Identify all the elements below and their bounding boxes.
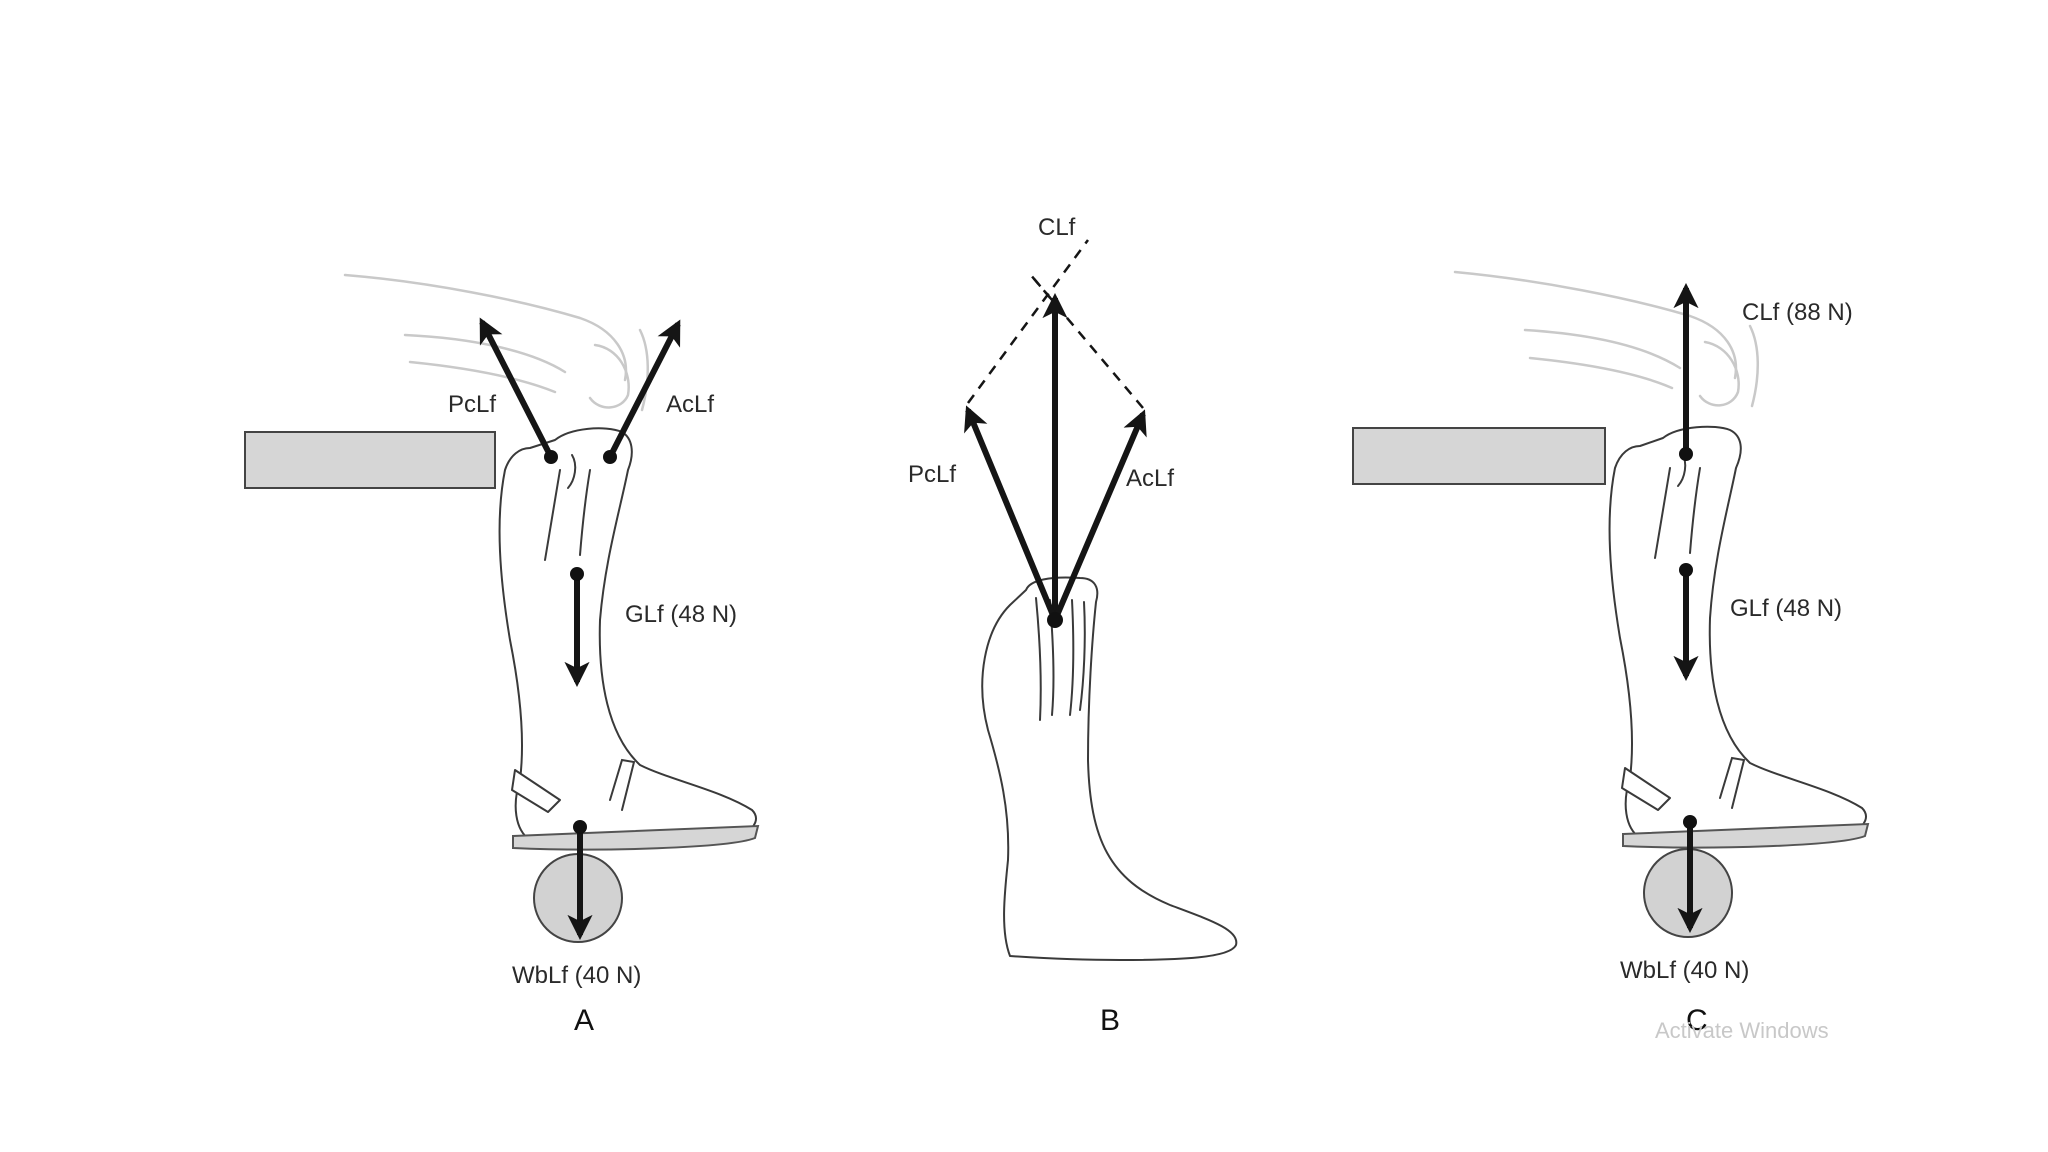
label-a-glf: GLf (48 N) [625, 601, 737, 628]
aclf-origin-dot [603, 450, 617, 464]
panel-letter-b: B [1100, 1004, 1120, 1037]
femur-outline [343, 273, 649, 412]
label-c-glf: GLf (48 N) [1730, 595, 1842, 622]
glf-origin-dot [570, 567, 584, 581]
panel-b: CLf PcLf AcLf B [908, 214, 1238, 1037]
pclf-arrow [964, 405, 1058, 622]
tibia-line [544, 469, 561, 561]
label-c-clf: CLf (88 N) [1742, 299, 1853, 326]
wblf-origin-dot [573, 820, 587, 834]
panel-a: PcLf AcLf GLf (48 N) WbLf (40 N) A [244, 273, 760, 1037]
lower-leg-outline [981, 576, 1238, 961]
label-a-wblf: WbLf (40 N) [512, 962, 641, 989]
aclf-arrow [1052, 409, 1147, 622]
clf-origin-dot [1679, 447, 1693, 461]
label-b-pclf: PcLf [908, 461, 956, 488]
label-a-aclf: AcLf [666, 391, 714, 418]
glf-origin-dot [1679, 563, 1693, 577]
label-b-clf: CLf [1038, 214, 1076, 241]
watermark-text: Activate Windows [1655, 1018, 1829, 1043]
label-a-pclf: PcLf [448, 391, 496, 418]
lower-leg-outline [498, 427, 757, 842]
panel-letter-a: A [574, 1004, 594, 1037]
pclf-origin-dot [544, 450, 558, 464]
panel-letter-c: C [1686, 1004, 1708, 1037]
aclf-arrow [607, 319, 681, 459]
femur-outline [1453, 270, 1759, 408]
pclf-arrow [479, 317, 554, 459]
foot-plate [1622, 822, 1870, 849]
support-block [244, 431, 496, 489]
support-block [1352, 427, 1606, 485]
foot-strap [1621, 767, 1671, 811]
origin-dot [1047, 612, 1063, 628]
panel-c: CLf (88 N) GLf (48 N) WbLf (40 N) C Acti… [1352, 270, 1870, 1043]
label-c-wblf: WbLf (40 N) [1620, 957, 1749, 984]
dash-line-1 [966, 239, 1090, 404]
wblf-origin-dot [1683, 815, 1697, 829]
fibula-line [579, 469, 591, 556]
foot-strap [511, 769, 561, 813]
foot-plate [512, 824, 760, 851]
label-b-aclf: AcLf [1126, 465, 1174, 492]
lower-leg-outline [1608, 425, 1867, 840]
